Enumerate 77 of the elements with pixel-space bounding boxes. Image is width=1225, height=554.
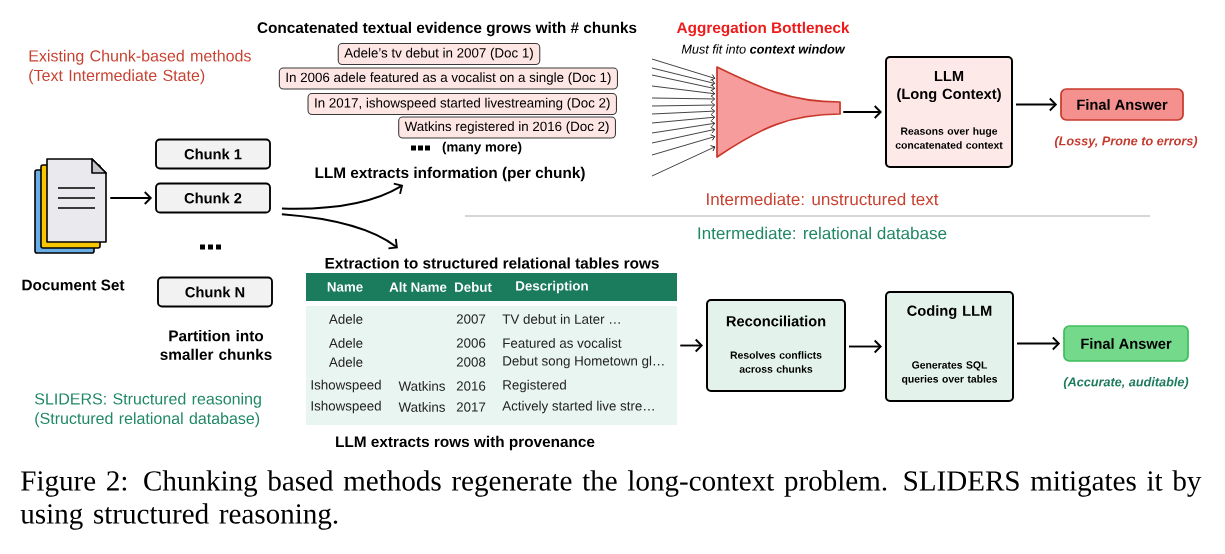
table-text: Adele xyxy=(328,357,363,367)
arrow xyxy=(651,74,716,92)
step-label: Partition into smaller chunks xyxy=(160,330,272,360)
table-text: Registered xyxy=(503,379,566,393)
arrow xyxy=(651,67,716,86)
process-box xyxy=(706,299,846,392)
divider-label: Intermediate: unstructured text xyxy=(707,192,939,206)
table-text: 2016 xyxy=(456,381,486,391)
column-header: Description xyxy=(516,280,588,294)
chunk-box: Chunk 2 xyxy=(155,182,271,214)
document-stack-icon xyxy=(34,158,107,254)
caption-text: Document Set xyxy=(22,279,125,291)
table-text: Watkins xyxy=(398,402,445,412)
table-text: Watkins xyxy=(398,381,445,391)
table-text: Actively started live stre… xyxy=(502,400,654,414)
note-text: (Lossy, Prone to errors) xyxy=(1054,136,1198,148)
arrow xyxy=(848,339,882,354)
heading-text: Concatenated textual evidence grows with # chunks xyxy=(257,21,637,37)
caption-text: LLM extracts rows with provenance xyxy=(336,435,595,451)
arrow xyxy=(651,101,716,109)
arrow xyxy=(109,191,153,205)
table-text: 2007 xyxy=(456,314,486,324)
note-text: (many more) xyxy=(442,141,522,155)
table-title: Extraction to structured relational tables rows xyxy=(325,257,659,269)
section-title: SLIDERS: Structured reasoning (Structured relational database) xyxy=(35,392,261,428)
table-text: Adele xyxy=(328,314,363,324)
box-title: Reconciliation xyxy=(726,315,826,327)
table-text: Ishowspeed xyxy=(311,400,381,414)
evidence-box: In 2006 adele featured as a vocalist on a single (Doc 1) xyxy=(278,67,618,90)
column-header: Debut xyxy=(455,282,492,292)
arrow xyxy=(842,105,882,119)
process-box xyxy=(885,56,1013,168)
funnel-note: Must fit into context window xyxy=(681,44,846,54)
box-title: Coding LLM xyxy=(907,305,992,319)
table-text: 2017 xyxy=(456,402,486,412)
process-box xyxy=(885,291,1014,402)
arrow xyxy=(651,107,716,115)
box-text: Generates SQL queries over tables xyxy=(901,361,998,385)
table-text: Adele xyxy=(328,338,363,348)
table-text: 2008 xyxy=(456,357,486,367)
result-box: Final Answer xyxy=(1060,88,1184,121)
arrow xyxy=(651,58,716,81)
funnel-title: Aggregation Bottleneck xyxy=(676,21,850,37)
box-text: Reasons over huge concatenated context xyxy=(895,127,1003,149)
arrow xyxy=(651,126,716,144)
box-title: LLM (Long Context) xyxy=(897,70,1001,103)
curved-arrow xyxy=(281,182,404,210)
table-text: Ishowspeed xyxy=(311,379,381,393)
arrow xyxy=(1015,97,1058,112)
column-header: Name xyxy=(327,282,363,292)
step-label: LLM extracts information (per chunk) xyxy=(315,166,585,182)
arrow xyxy=(651,95,716,103)
arrow xyxy=(679,338,703,353)
chunk-box: Chunk 1 xyxy=(155,138,271,170)
arrow xyxy=(651,145,716,177)
funnel-shape xyxy=(716,66,841,158)
evidence-box: Adele’s tv debut in 2007 (Doc 1) xyxy=(337,42,541,66)
table-text: Debut song Hometown gl… xyxy=(503,355,664,369)
arrow xyxy=(1016,336,1061,351)
column-header: Alt Name xyxy=(389,282,447,292)
table-text: 2006 xyxy=(456,338,486,348)
arrow xyxy=(651,134,716,156)
arrow xyxy=(651,120,716,134)
divider-label: Intermediate: relational database xyxy=(698,226,947,240)
curved-arrow xyxy=(280,213,398,250)
evidence-box: Watkins registered in 2016 (Doc 2) xyxy=(398,116,616,139)
table-text: Featured as vocalist xyxy=(503,338,622,348)
figure-caption: Figure 2: Chunking based methods regenerate the long-context problem. SLIDERS mitigates it by using structured reasoning. xyxy=(20,470,1202,530)
chunk-box: Chunk N xyxy=(157,276,273,308)
arrow xyxy=(651,114,716,124)
table-text: TV debut in Later … xyxy=(502,314,620,324)
arrow xyxy=(651,85,716,97)
note-text: (Accurate, auditable) xyxy=(1063,377,1189,389)
box-text: Resolves conflicts across chunks xyxy=(730,351,822,373)
evidence-box: In 2017, ishowspeed started livestreaming (Doc 2) xyxy=(307,92,617,116)
result-box: Final Answer xyxy=(1063,325,1189,362)
section-title: Existing Chunk-based methods (Text Intermediate State) xyxy=(29,49,251,85)
